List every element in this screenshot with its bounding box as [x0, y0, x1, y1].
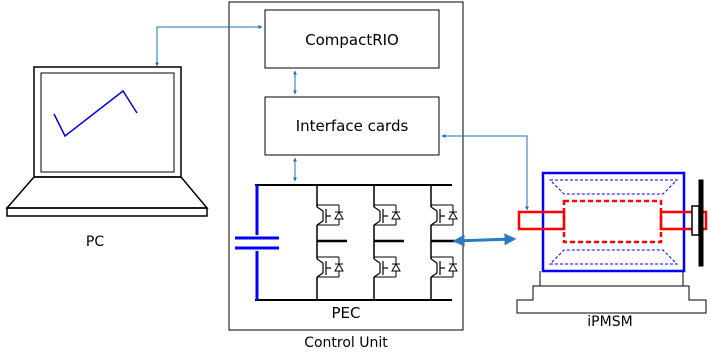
- pc-laptop: [5, 66, 209, 217]
- lower-switch-3: [430, 255, 458, 279]
- power-link: [452, 233, 517, 247]
- lower-switch-1: [316, 255, 344, 279]
- upper-switch-3: [430, 203, 458, 227]
- phase-leg-1: [316, 185, 347, 300]
- ipmsm-label: iPMSM: [587, 314, 632, 330]
- lower-switch-2: [373, 255, 401, 279]
- pec-label: PEC: [332, 304, 361, 322]
- phase-leg-3: [430, 185, 461, 300]
- pc-crio-link: [155, 25, 263, 67]
- ipmsm-motor: [516, 171, 708, 314]
- compactrio-box: [264, 9, 440, 69]
- upper-switch-1: [316, 203, 344, 227]
- pc-screen-plot: [53, 89, 138, 138]
- interface-cards-box: [264, 96, 440, 156]
- interface-motor-link: [441, 134, 529, 211]
- phase-leg-2: [373, 185, 404, 300]
- pc-label: PC: [86, 234, 104, 250]
- upper-switch-2: [373, 203, 401, 227]
- interface-cards-label: Interface cards: [296, 117, 409, 135]
- compactrio-label: CompactRIO: [305, 31, 399, 49]
- pec-inverter: [235, 184, 461, 301]
- control-unit-label: Control Unit: [304, 335, 388, 351]
